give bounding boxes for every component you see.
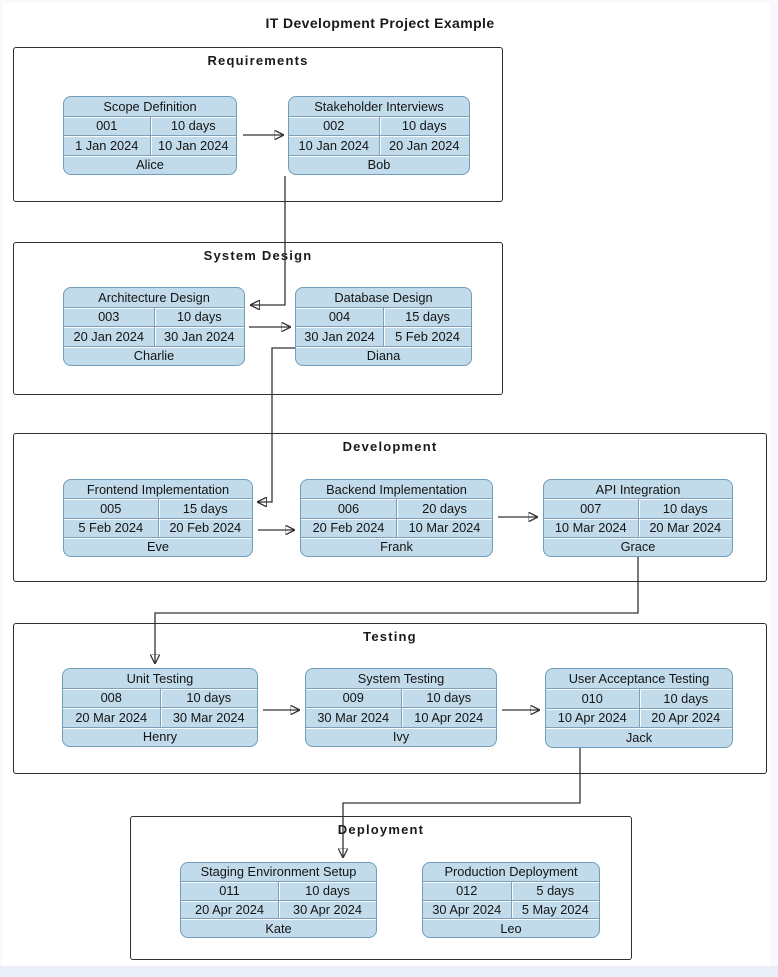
task-assignee: Alice	[64, 154, 236, 175]
task-start-date: 20 Mar 2024	[75, 709, 148, 725]
task-duration: 10 days	[378, 116, 470, 135]
task-start-date: 10 Jan 2024	[298, 137, 369, 153]
section-system-design-label: System Design	[203, 248, 313, 263]
task-card-architecture-design: Architecture Design 003 10 days 20 Jan 2…	[63, 287, 245, 366]
task-assignee: Henry	[63, 726, 257, 747]
task-end-date: 10 Jan 2024	[149, 136, 237, 155]
task-name: User Acceptance Testing	[568, 670, 710, 686]
task-end-date: 5 May 2024	[510, 900, 600, 919]
task-start-date: 20 Apr 2024	[194, 901, 265, 917]
task-card-database-design: Database Design 004 15 days 30 Jan 2024 …	[295, 287, 472, 366]
task-end-date: 30 Apr 2024	[278, 900, 376, 919]
task-card-system-testing: System Testing 009 10 days 30 Mar 2024 1…	[305, 668, 497, 747]
task-duration: 10 days	[637, 499, 733, 518]
task-end-date: 30 Jan 2024	[153, 327, 245, 346]
task-id: 004	[328, 309, 351, 325]
section-testing-label: Testing	[363, 629, 417, 644]
task-end-date: 30 Mar 2024	[159, 708, 258, 727]
task-duration: 10 days	[278, 881, 376, 900]
task-duration: 10 days	[153, 307, 245, 326]
task-end-date: 20 Apr 2024	[638, 708, 733, 728]
task-id: 006	[337, 500, 360, 516]
task-duration: 10 days	[638, 688, 733, 708]
task-id: 005	[100, 500, 122, 516]
task-assignee: Diana	[296, 345, 471, 366]
task-assignee: Charlie	[64, 345, 244, 366]
task-name: Staging Environment Setup	[200, 864, 357, 880]
task-start-date: 30 Mar 2024	[317, 709, 390, 725]
section-development-label: Development	[342, 439, 438, 454]
task-id: 012	[456, 883, 478, 899]
section-requirements-label: Requirements	[207, 53, 309, 68]
task-start-date: 10 Apr 2024	[557, 710, 627, 726]
section-deployment-label: Deployment	[337, 822, 425, 837]
task-card-user-acceptance-testing: User Acceptance Testing 010 10 days 10 A…	[545, 668, 733, 748]
task-card-scope-definition: Scope Definition 001 10 days 1 Jan 2024 …	[63, 96, 237, 175]
task-name: Production Deployment	[444, 864, 578, 880]
task-assignee: Kate	[181, 918, 376, 937]
task-card-stakeholder-interviews: Stakeholder Interviews 002 10 days 10 Ja…	[288, 96, 470, 175]
task-assignee: Leo	[423, 918, 599, 937]
task-name: Unit Testing	[126, 670, 194, 686]
task-duration: 10 days	[149, 116, 237, 135]
task-end-date: 5 Feb 2024	[383, 327, 471, 346]
task-assignee: Bob	[289, 154, 469, 175]
task-start-date: 30 Jan 2024	[304, 328, 375, 344]
task-name: System Testing	[357, 670, 445, 686]
task-duration: 10 days	[159, 688, 258, 707]
task-end-date: 20 Mar 2024	[637, 518, 733, 537]
task-name: API Integration	[595, 481, 681, 497]
task-assignee: Eve	[64, 536, 252, 556]
task-end-date: 10 Mar 2024	[396, 518, 492, 537]
task-end-date: 20 Jan 2024	[378, 136, 470, 155]
task-duration: 20 days	[396, 499, 492, 518]
task-end-date: 10 Apr 2024	[400, 708, 497, 727]
task-name: Stakeholder Interviews	[314, 98, 444, 114]
task-id: 010	[581, 690, 603, 706]
task-card-unit-testing: Unit Testing 008 10 days 20 Mar 2024 30 …	[62, 668, 258, 747]
task-card-production-deployment: Production Deployment 012 5 days 30 Apr …	[422, 862, 600, 938]
task-card-staging-environment-setup: Staging Environment Setup 011 10 days 20…	[180, 862, 377, 938]
task-start-date: 20 Jan 2024	[73, 328, 144, 344]
task-end-date: 20 Feb 2024	[157, 518, 253, 537]
task-id: 002	[323, 118, 345, 134]
task-start-date: 20 Feb 2024	[312, 520, 385, 536]
task-duration: 15 days	[383, 307, 471, 326]
task-start-date: 1 Jan 2024	[75, 137, 139, 153]
task-id: 003	[98, 309, 120, 325]
task-duration: 10 days	[400, 688, 497, 707]
task-start-date: 30 Apr 2024	[432, 901, 502, 917]
task-id: 011	[219, 883, 240, 899]
task-name: Scope Definition	[103, 98, 197, 114]
task-start-date: 5 Feb 2024	[78, 520, 144, 536]
task-id: 007	[580, 500, 602, 516]
viewport-bottom-strip	[0, 966, 778, 977]
task-duration: 15 days	[157, 499, 253, 518]
task-card-api-integration: API Integration 007 10 days 10 Mar 2024 …	[543, 479, 733, 557]
task-duration: 5 days	[510, 881, 600, 900]
task-start-date: 10 Mar 2024	[554, 520, 627, 536]
task-name: Backend Implementation	[326, 481, 467, 497]
task-assignee: Jack	[546, 727, 732, 747]
task-name: Architecture Design	[98, 289, 210, 305]
task-assignee: Ivy	[306, 726, 496, 747]
task-assignee: Frank	[301, 536, 492, 556]
task-id: 008	[100, 690, 122, 706]
task-id: 009	[342, 690, 364, 706]
task-card-frontend-implementation: Frontend Implementation 005 15 days 5 Fe…	[63, 479, 253, 557]
task-card-backend-implementation: Backend Implementation 006 20 days 20 Fe…	[300, 479, 493, 557]
task-id: 001	[96, 118, 118, 134]
task-name: Frontend Implementation	[86, 481, 230, 497]
task-name: Database Design	[334, 289, 433, 305]
diagram-title: IT Development Project Example	[265, 15, 495, 31]
task-assignee: Grace	[544, 536, 732, 556]
